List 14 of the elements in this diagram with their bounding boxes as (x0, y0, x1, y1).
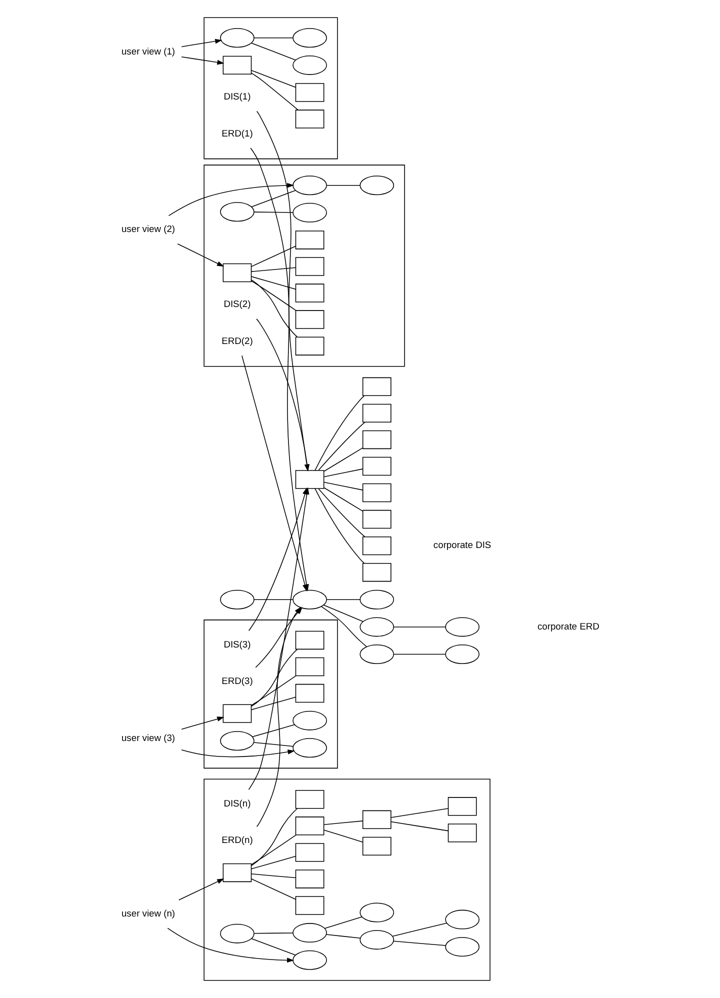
node-text: DIS(2) (223, 299, 250, 310)
node-text: user view (3) (120, 732, 175, 743)
node-text: ERD(1) (221, 128, 252, 138)
node-text: DIS(1) (223, 92, 250, 102)
node-text: user view (2) (120, 224, 175, 234)
node-text: corporate DIS (432, 540, 491, 550)
node-text: ERD(2) (221, 336, 252, 346)
node-text: corporate ERD (536, 621, 599, 632)
node-text: DIS(n) (223, 798, 250, 808)
node-text: ERD(3) (221, 676, 252, 686)
node-text: DIS(3) (223, 639, 250, 650)
node-text: ERD(n) (221, 835, 252, 846)
node-text: user view (n) (120, 908, 175, 918)
node-text: user view (1) (120, 46, 175, 56)
